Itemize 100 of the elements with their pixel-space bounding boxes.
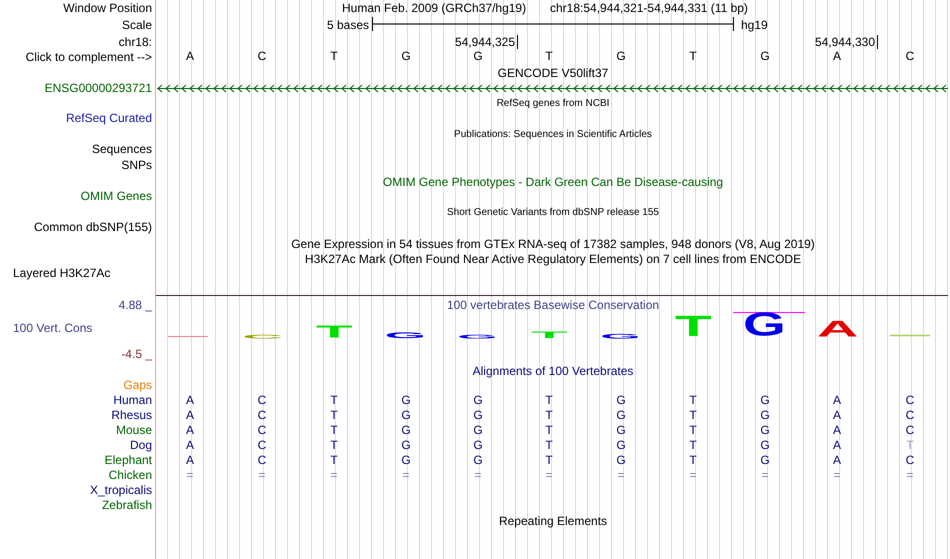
alignment-symbol: = xyxy=(834,468,840,482)
conservation-letter: G xyxy=(384,333,426,339)
track-label: Common dbSNP(155) xyxy=(34,220,152,234)
aligned-base: G xyxy=(401,438,411,452)
aligned-base: T xyxy=(689,423,697,437)
position-text: Human Feb. 2009 (GRCh37/hg19) xyxy=(342,1,526,15)
aligned-base: T xyxy=(330,423,338,437)
track-title: Gene Expression in 54 tissues from GTEx RNA-seq of 17382 samples, 948 donors (V8, Aug 2019) xyxy=(291,237,815,251)
scale-label: hg19 xyxy=(741,18,768,32)
base-letter: T xyxy=(689,49,697,63)
track-label: chr18: xyxy=(118,35,152,49)
base-letter: T xyxy=(545,49,553,63)
aligned-base: A xyxy=(833,393,841,407)
aligned-base: T xyxy=(330,453,338,467)
track-label: ENSG00000293721 xyxy=(44,81,152,95)
conservation-letter: T xyxy=(531,332,568,339)
aligned-base: G xyxy=(401,423,411,437)
species-label: X_tropicalis xyxy=(90,483,152,497)
aligned-base: T xyxy=(330,438,338,452)
aligned-base: C xyxy=(906,453,914,467)
aligned-base: G xyxy=(401,453,411,467)
scale-label: 5 bases xyxy=(326,18,369,32)
aligned-base: C xyxy=(258,423,266,437)
aligned-base: A xyxy=(833,438,841,452)
aligned-base: T xyxy=(545,393,553,407)
alignment-symbol: = xyxy=(402,468,410,482)
track-title: RefSeq genes from NCBI xyxy=(496,98,610,110)
aligned-base: A xyxy=(186,393,194,407)
base-letter: G xyxy=(473,49,483,63)
aligned-base: C xyxy=(258,393,266,407)
conservation-letter: T xyxy=(675,317,712,339)
aligned-base: C xyxy=(258,438,266,452)
aligned-base: T xyxy=(330,393,338,407)
track-title: OMIM Gene Phenotypes - Dark Green Can Be Disease-causing xyxy=(382,175,724,189)
aligned-base: T xyxy=(689,453,697,467)
track-title: H3K27Ac Mark (Often Found Near Active Regulatory Elements) on 7 cell lines from ENCODE xyxy=(304,252,802,266)
track-label: Scale xyxy=(122,18,152,32)
position-number: 54,944,330 xyxy=(814,35,875,49)
conservation-letter: A xyxy=(817,322,858,339)
species-label: Chicken xyxy=(108,468,152,482)
aligned-base: A xyxy=(186,453,194,467)
aligned-base: G xyxy=(760,423,770,437)
track-label: Gaps xyxy=(123,378,152,392)
alignment-symbol: = xyxy=(186,468,194,482)
axis-value: 4.88 _ xyxy=(118,298,152,312)
conservation-letter: G xyxy=(743,314,786,339)
track-title: Alignments of 100 Vertebrates xyxy=(472,364,634,378)
track-label: Layered H3K27Ac xyxy=(13,266,110,280)
aligned-base: G xyxy=(473,408,483,422)
base-letter: G xyxy=(760,49,770,63)
aligned-base: G xyxy=(760,408,770,422)
species-label: Human xyxy=(113,393,152,407)
base-letter: G xyxy=(401,49,411,63)
aligned-base: T xyxy=(689,408,697,422)
aligned-base: G xyxy=(760,453,770,467)
alignment-symbol: = xyxy=(618,468,624,482)
position-number: 54,944,325 xyxy=(454,35,515,49)
species-label: Elephant xyxy=(104,453,152,467)
track-title: Repeating Elements xyxy=(498,514,608,528)
base-letter: T xyxy=(330,49,338,63)
track-title: Short Genetic Variants from dbSNP release 155 xyxy=(447,207,659,219)
base-letter: C xyxy=(906,49,914,63)
track-title: GENCODE V50lift37 xyxy=(498,66,608,80)
position-text: chr18:54,944,321-54,944,331 (11 bp) xyxy=(550,1,748,15)
alignment-symbol: = xyxy=(762,468,768,482)
aligned-base: T xyxy=(906,438,914,452)
track-label: 100 Vert. Cons xyxy=(13,321,92,335)
aligned-base: G xyxy=(616,423,626,437)
aligned-base: C xyxy=(906,393,914,407)
species-label: Mouse xyxy=(116,423,152,437)
aligned-base: A xyxy=(186,408,194,422)
aligned-base: G xyxy=(473,393,483,407)
aligned-base: C xyxy=(906,408,914,422)
track-title: Publications: Sequences in Scientific Articles xyxy=(454,129,652,141)
aligned-base: A xyxy=(186,423,194,437)
alignment-symbol: = xyxy=(690,468,696,482)
aligned-base: C xyxy=(258,408,266,422)
aligned-base: T xyxy=(689,393,697,407)
base-letter: A xyxy=(186,49,194,63)
aligned-base: T xyxy=(545,453,553,467)
track-label: RefSeq Curated xyxy=(66,111,152,125)
aligned-base: C xyxy=(906,423,914,437)
alignment-symbol: = xyxy=(546,468,552,482)
species-label: Dog xyxy=(130,438,152,452)
track-label: OMIM Genes xyxy=(80,189,152,203)
track-label: Window Position xyxy=(63,1,152,15)
aligned-base: G xyxy=(401,408,411,422)
aligned-base: T xyxy=(545,408,553,422)
axis-value: -4.5 _ xyxy=(121,347,152,361)
aligned-base: A xyxy=(833,408,841,422)
aligned-base: A xyxy=(833,423,841,437)
aligned-base: T xyxy=(545,423,553,437)
conservation-letter: T xyxy=(316,326,353,339)
species-label: Zebrafish xyxy=(102,498,152,512)
aligned-base: G xyxy=(616,438,626,452)
aligned-base: G xyxy=(616,393,626,407)
species-label: Rhesus xyxy=(111,408,152,422)
aligned-base: G xyxy=(760,393,770,407)
aligned-base: G xyxy=(473,423,483,437)
aligned-base: G xyxy=(616,453,626,467)
